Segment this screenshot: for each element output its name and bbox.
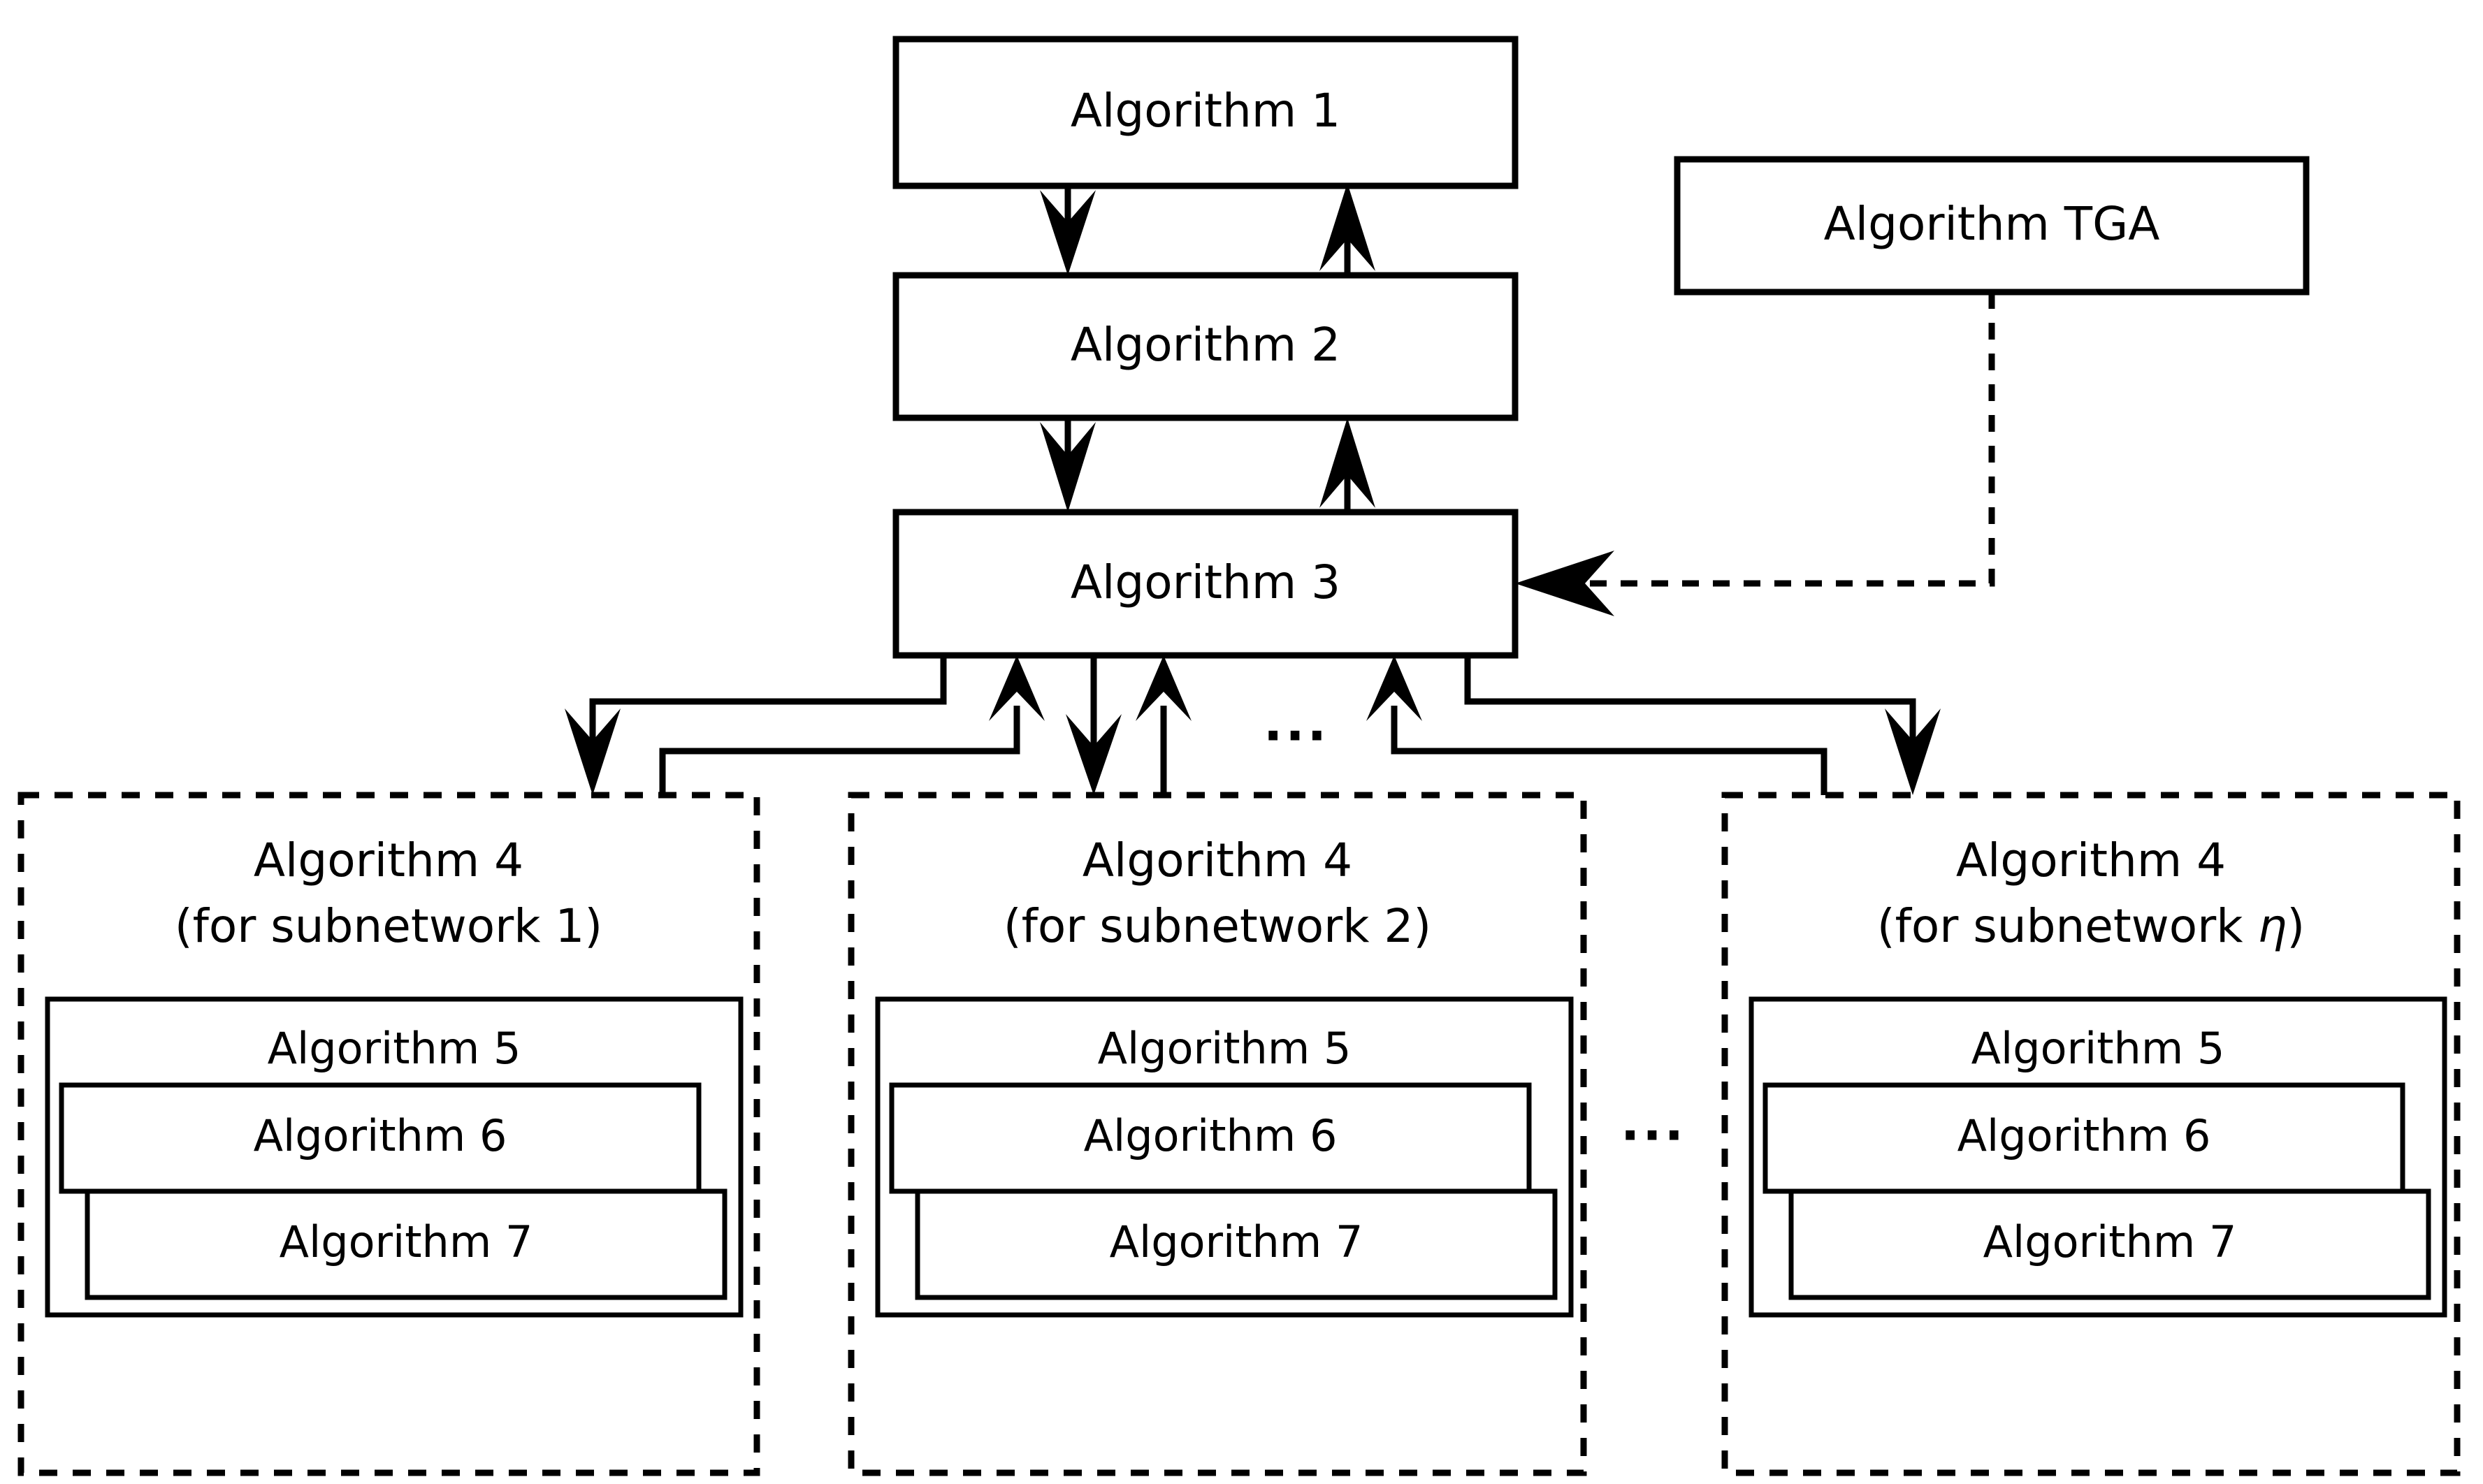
subnetwork-eta-algorithm-7-box[interactable] — [1788, 1188, 2431, 1300]
algorithm-tga-label: Algorithm TGA — [1824, 197, 2160, 251]
subnetwork-eta-symbol: η — [2258, 899, 2287, 953]
subnetwork-2-algorithm-7-box[interactable] — [915, 1188, 1558, 1300]
arrowhead-up-alg3-from-sub2 — [1136, 655, 1192, 721]
node-algorithm-tga[interactable]: Algorithm TGA — [1674, 156, 2310, 296]
algorithm-3-label: Algorithm 3 — [1071, 555, 1340, 609]
subnetwork-2-algorithm-6-label: Algorithm 6 — [1084, 1110, 1338, 1161]
subnetwork-1-algorithm-6-label: Algorithm 6 — [254, 1110, 507, 1161]
arrowhead-up-alg1 — [1319, 183, 1375, 271]
subnetwork-1-algorithm-7-box[interactable] — [85, 1188, 727, 1300]
subnetwork-2-group[interactable]: Algorithm 4 (for subnetwork 2) Algorithm… — [848, 792, 1587, 1476]
edge-subn-to-alg3 — [1366, 655, 1827, 795]
arrowhead-up-alg3-from-sub1 — [989, 655, 1045, 721]
subnetwork-eta-title-pre: (for subnetwork — [1877, 899, 2258, 953]
subnetwork-1-algorithm-7-label: Algorithm 7 — [280, 1216, 533, 1267]
edge-alg3-to-alg2 — [1319, 418, 1375, 512]
subnetwork-1-title-line2: (for subnetwork 1) — [175, 899, 602, 953]
node-algorithm-1[interactable]: Algorithm 1 — [892, 36, 1519, 189]
subnetwork-eta-algorithm-6-label: Algorithm 6 — [1957, 1110, 2211, 1161]
arrowhead-down-alg3 — [1040, 422, 1096, 512]
subnetwork-eta-algorithm-7-label: Algorithm 7 — [1983, 1216, 2237, 1267]
edge-sub1-to-alg3 — [659, 655, 1045, 795]
algorithm-1-box[interactable] — [892, 36, 1519, 189]
arrowhead-down-sub1 — [565, 708, 621, 795]
node-algorithm-2[interactable]: Algorithm 2 — [892, 272, 1519, 421]
edge-alg3-to-sub1 — [565, 655, 947, 795]
arrowhead-down-sub2 — [1066, 714, 1122, 795]
subnetwork-eta-algorithm-5-label: Algorithm 5 — [1971, 1023, 2225, 1074]
edge-tga-to-alg3 — [1515, 292, 1995, 616]
subnetwork-2-algorithm-7-label: Algorithm 7 — [1110, 1216, 1363, 1267]
subnetwork-eta-title-line1: Algorithm 4 — [1956, 834, 2226, 887]
algorithm-2-label: Algorithm 2 — [1071, 318, 1340, 372]
algorithm-2-box[interactable] — [892, 272, 1519, 421]
arrowhead-left-alg3 — [1515, 551, 1614, 616]
algorithm-tga-box[interactable] — [1674, 156, 2310, 296]
subnetwork-eta-title-line2: (for subnetwork η) — [1877, 899, 2305, 953]
algorithm-3-box[interactable] — [892, 509, 1519, 659]
node-algorithm-3[interactable]: Algorithm 3 — [892, 509, 1519, 659]
edge-sub2-to-alg3 — [1136, 655, 1192, 795]
edge-alg3-to-subn — [1464, 655, 1941, 795]
edge-alg3-to-sub2 — [1066, 655, 1122, 795]
algorithm-1-label: Algorithm 1 — [1071, 84, 1340, 138]
subnetwork-1-algorithm-5-label: Algorithm 5 — [268, 1023, 521, 1074]
subnetwork-2-algorithm-5-label: Algorithm 5 — [1098, 1023, 1352, 1074]
arrowhead-down-subn — [1885, 708, 1941, 795]
arrowhead-up-alg3-from-subn — [1366, 655, 1422, 721]
edge-alg2-to-alg3 — [1040, 418, 1096, 512]
arrowhead-up-alg2 — [1319, 418, 1375, 508]
ellipsis-fanout: ... — [1264, 694, 1329, 752]
edge-alg1-to-alg2 — [1040, 186, 1096, 275]
subnetwork-2-title-line1: Algorithm 4 — [1083, 834, 1352, 887]
subnetwork-1-title-line1: Algorithm 4 — [254, 834, 523, 887]
subnetwork-eta-group[interactable]: Algorithm 4 (for subnetwork η) Algorithm… — [1721, 792, 2461, 1476]
arrowhead-down-alg2 — [1040, 190, 1096, 275]
subnetwork-2-title-line2: (for subnetwork 2) — [1004, 899, 1431, 953]
subnetwork-2-algorithm-6-box[interactable] — [889, 1082, 1532, 1194]
edge-alg2-to-alg1 — [1319, 183, 1375, 275]
subnetwork-1-group[interactable]: Algorithm 4 (for subnetwork 1) Algorithm… — [17, 792, 760, 1476]
subnetwork-eta-title-post: ) — [2287, 899, 2305, 953]
ellipsis-subnetworks: ... — [1621, 1093, 1686, 1152]
